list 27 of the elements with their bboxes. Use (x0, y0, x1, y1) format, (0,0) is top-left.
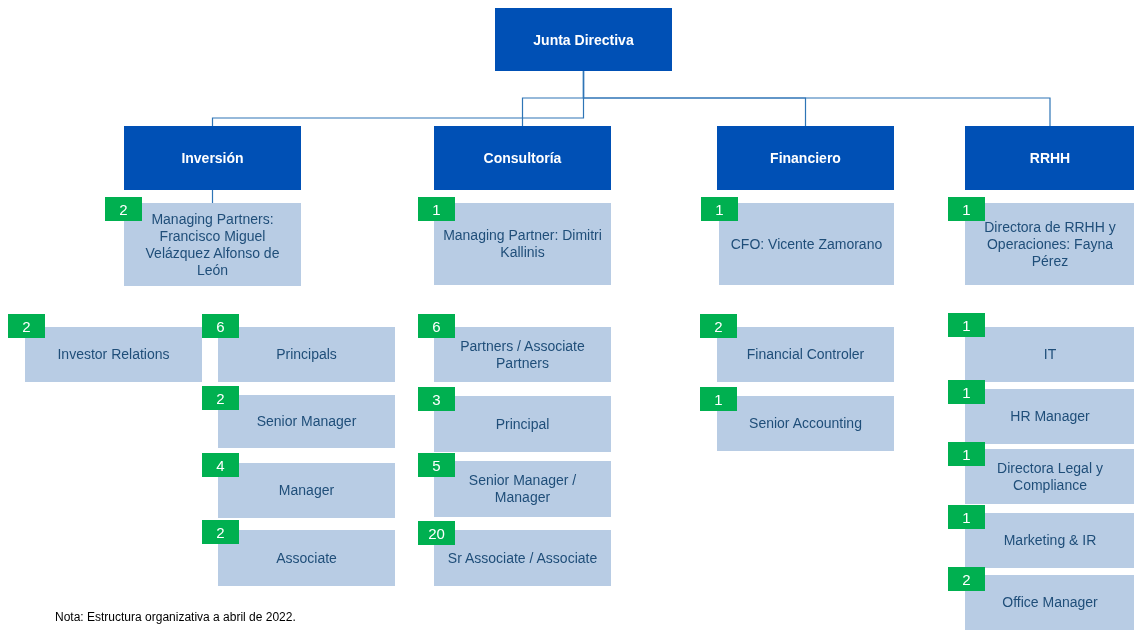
count-badge: 3 (418, 387, 455, 411)
note-text: Nota: Estructura organizativa a abril de 2022. (55, 610, 296, 624)
connector-line (582, 70, 1051, 127)
count-badge: 6 (418, 314, 455, 338)
count-badge: 2 (105, 197, 142, 221)
department-box: Financiero (717, 126, 894, 190)
count-badge: 2 (948, 567, 985, 591)
count-badge: 20 (418, 521, 455, 545)
count-badge: 1 (948, 442, 985, 466)
count-badge: 5 (418, 453, 455, 477)
count-badge: 6 (202, 314, 239, 338)
department-box: Junta Directiva (495, 8, 672, 71)
count-badge: 2 (8, 314, 45, 338)
count-badge: 2 (700, 314, 737, 338)
count-badge: 4 (202, 453, 239, 477)
department-box: Inversión (124, 126, 301, 190)
count-badge: 1 (418, 197, 455, 221)
count-badge: 1 (948, 313, 985, 337)
count-badge: 2 (202, 386, 239, 410)
count-badge: 1 (948, 380, 985, 404)
department-box: Consultoría (434, 126, 611, 190)
count-badge: 1 (700, 387, 737, 411)
count-badge: 1 (701, 197, 738, 221)
count-badge: 1 (948, 505, 985, 529)
department-box: RRHH (965, 126, 1134, 190)
count-badge: 2 (202, 520, 239, 544)
count-badge: 1 (948, 197, 985, 221)
